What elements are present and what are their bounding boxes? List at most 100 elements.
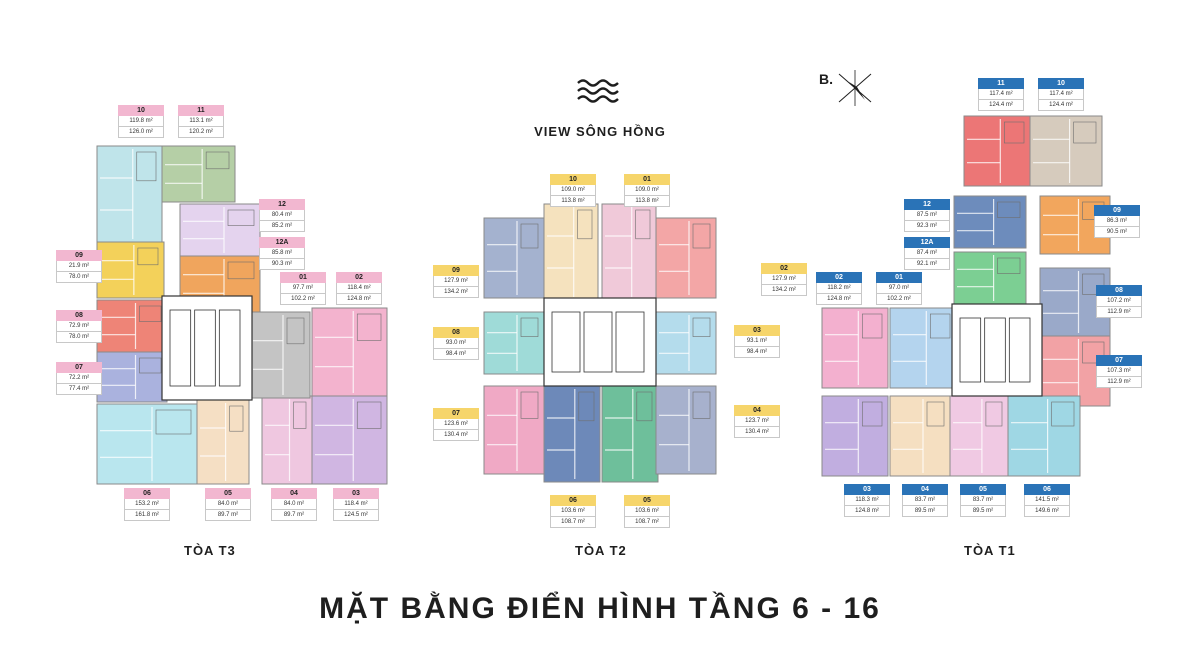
unit-area-secondary: 77.4 m²	[56, 384, 102, 395]
unit-area-secondary: 134.2 m²	[433, 287, 479, 298]
unit-area-secondary: 108.7 m²	[550, 517, 596, 528]
unit-area-primary: 103.6 m²	[624, 506, 670, 517]
unit-code: 06	[124, 488, 170, 499]
room-partitions	[487, 315, 539, 371]
unit-area-primary: 97.0 m²	[876, 283, 922, 294]
unit-area-primary: 80.4 m²	[259, 210, 305, 221]
unit-area-secondary: 89.5 m²	[960, 506, 1006, 517]
apartment-unit-block	[196, 399, 250, 485]
unit-area-secondary: 120.2 m²	[178, 127, 224, 138]
page-title: MẶT BẰNG ĐIỂN HÌNH TẦNG 6 - 16	[319, 592, 881, 625]
unit-area-secondary: 102.2 m²	[280, 294, 326, 305]
unit-code: 05	[205, 488, 251, 499]
unit-code: 02	[761, 263, 807, 274]
building-core	[951, 303, 1043, 397]
unit-code: 10	[1038, 78, 1084, 89]
apartment-unit-block	[601, 203, 657, 301]
room-partitions	[1033, 119, 1097, 183]
unit-area-primary: 109.0 m²	[624, 185, 670, 196]
room-partitions	[253, 315, 305, 395]
unit-area-secondary: 90.3 m²	[259, 259, 305, 270]
apartment-unit-block	[483, 217, 545, 299]
tower-label-t3: TÒA T3	[184, 543, 236, 558]
room-partitions	[1043, 271, 1105, 333]
room-partitions	[825, 311, 883, 385]
unit-code: 10	[550, 174, 596, 185]
unit-area-secondary: 102.2 m²	[876, 294, 922, 305]
unit-area-primary: 153.2 m²	[124, 499, 170, 510]
unit-area-secondary: 161.8 m²	[124, 510, 170, 521]
room-partitions	[893, 399, 945, 473]
unit-area-secondary: 89.7 m²	[271, 510, 317, 521]
unit-area-primary: 117.4 m²	[978, 89, 1024, 100]
elevator-shaft	[218, 309, 241, 387]
unit-area-primary: 118.4 m²	[333, 499, 379, 510]
room-partitions	[315, 311, 382, 393]
elevator-shaft	[984, 317, 1006, 383]
unit-area-primary: 117.4 m²	[1038, 89, 1084, 100]
unit-code: 11	[178, 105, 224, 116]
unit-area-secondary: 112.9 m²	[1096, 307, 1142, 318]
unit-code: 07	[56, 362, 102, 373]
apartment-unit-block	[179, 203, 261, 257]
unit-code: 02	[816, 272, 862, 283]
room-partitions	[183, 207, 255, 253]
room-partitions	[100, 407, 192, 481]
room-partitions	[487, 221, 539, 295]
unit-area-primary: 84.0 m²	[271, 499, 317, 510]
unit-area-secondary: 85.2 m²	[259, 221, 305, 232]
room-partitions	[265, 399, 307, 481]
unit-area-primary: 103.6 m²	[550, 506, 596, 517]
unit-code: 02	[336, 272, 382, 283]
room-partitions	[953, 399, 1003, 473]
apartment-unit-block	[261, 395, 313, 485]
unit-code: 09	[56, 250, 102, 261]
room-partitions	[957, 199, 1021, 245]
unit-area-secondary: 124.8 m²	[844, 506, 890, 517]
compass-icon	[838, 70, 872, 106]
apartment-unit-block	[311, 307, 388, 397]
unit-code: 12A	[259, 237, 305, 248]
unit-area-primary: 123.6 m²	[433, 419, 479, 430]
unit-code: 08	[433, 327, 479, 338]
unit-code: 03	[844, 484, 890, 495]
unit-area-secondary: 92.3 m²	[904, 221, 950, 232]
unit-area-secondary: 124.8 m²	[816, 294, 862, 305]
apartment-unit-block	[601, 385, 659, 483]
room-partitions	[100, 149, 157, 239]
unit-code: 07	[1096, 355, 1142, 366]
apartment-unit-block	[821, 307, 889, 389]
building-core	[543, 297, 657, 387]
unit-area-primary: 123.7 m²	[734, 416, 780, 427]
unit-area-secondary: 78.0 m²	[56, 332, 102, 343]
unit-area-secondary: 89.7 m²	[205, 510, 251, 521]
unit-area-primary: 93.1 m²	[734, 336, 780, 347]
unit-area-secondary: 134.2 m²	[761, 285, 807, 296]
unit-area-secondary: 126.0 m²	[118, 127, 164, 138]
apartment-unit-block	[483, 385, 545, 475]
unit-code: 05	[624, 495, 670, 506]
unit-area-primary: 83.7 m²	[902, 495, 948, 506]
room-partitions	[967, 119, 1025, 183]
tower-label-t2: TÒA T2	[575, 543, 627, 558]
elevator-shaft	[583, 311, 613, 373]
room-partitions	[315, 399, 382, 481]
unit-code: 04	[734, 405, 780, 416]
unit-area-primary: 109.0 m²	[550, 185, 596, 196]
